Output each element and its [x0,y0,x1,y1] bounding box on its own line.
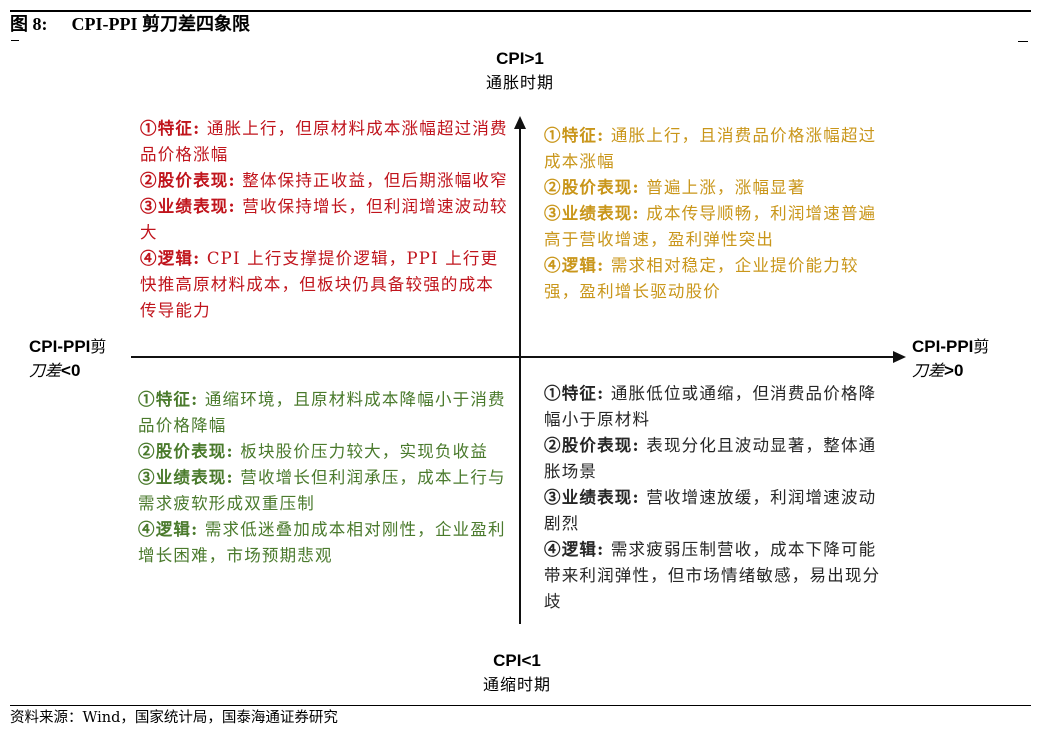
vertical-axis [519,126,521,624]
quadrant-item: ③业绩表现: 成本传导顺畅，利润增速普遍高于营收增速，盈利弹性突出 [544,204,877,249]
arrow-up-icon [514,116,526,129]
figure-title: 图 8: CPI-PPI 剪刀差四象限 [10,13,250,35]
axis-label-left: CPI-PPI剪 刀差<0 [29,335,139,383]
axis-label-top: CPI>1 通胀时期 [460,47,580,95]
axis-label-left-suffix: <0 [61,361,81,380]
quadrant-top-right: ①特征: 通胀上行，且消费品价格涨幅超过成本涨幅 ②股价表现: 普遍上涨，涨幅显… [544,123,884,305]
axis-label-top-zh: 通胀时期 [485,73,554,92]
quadrant-top-left: ①特征: 通胀上行，但原材料成本涨幅超过消费品价格涨幅 ②股价表现: 整体保持正… [140,116,510,324]
quadrant-item: ②股价表现: 普遍上涨，涨幅显著 [544,178,806,197]
quadrant-item: ①特征: 通胀上行，但原材料成本涨幅超过消费品价格涨幅 [140,119,508,164]
axis-label-top-en: CPI>1 [496,49,544,68]
arrow-right-icon [893,351,906,363]
axis-label-bottom-en: CPI<1 [493,651,541,670]
quadrant-item: ③业绩表现: 营收增长但利润承压，成本上行与需求疲软形成双重压制 [138,468,506,513]
quadrant-item: ③业绩表现: 营收保持增长，但利润增速波动较大 [140,197,508,242]
quadrant-item: ②股价表现: 整体保持正收益，但后期涨幅收窄 [140,171,508,190]
quadrant-item: ④逻辑: 需求低迷叠加成本相对刚性，企业盈利增长困难，市场预期悲观 [138,520,506,565]
quadrant-item: ④逻辑: CPI 上行支撑提价逻辑，PPI 上行更快推高原材料成本，但板块仍具备… [140,249,499,320]
quadrant-item: ①特征: 通胀上行，且消费品价格涨幅超过成本涨幅 [544,126,877,171]
quadrant-item: ①特征: 通胀低位或通缩，但消费品价格降幅小于原材料 [544,384,877,429]
quadrant-item: ①特征: 通缩环境，且原材料成本降幅小于消费品价格降幅 [138,390,506,435]
axis-label-right: CPI-PPI剪 刀差>0 [912,335,1032,383]
axis-label-bottom: CPI<1 通缩时期 [457,649,577,697]
axis-label-left-en: CPI-PPI [29,337,91,356]
source-note: 资料来源：Wind，国家统计局，国泰海通证券研究 [10,710,338,726]
figure-number: 图 8: [10,14,48,34]
bottom-rule [10,705,1031,706]
quadrant-bottom-right: ①特征: 通胀低位或通缩，但消费品价格降幅小于原材料 ②股价表现: 表现分化且波… [544,381,889,615]
quadrant-item: ③业绩表现: 营收增速放缓，利润增速波动剧烈 [544,488,877,533]
quadrant-item: ④逻辑: 需求疲弱压制营收，成本下降可能带来利润弹性，但市场情绪敏感，易出现分歧 [544,540,881,611]
title-tick-left [11,40,19,41]
title-tick-right [1018,41,1028,42]
axis-label-left-zh2: 刀差 [29,361,62,380]
quadrant-item: ②股价表现: 板块股价压力较大，实现负收益 [138,442,489,461]
axis-label-bottom-zh: 通缩时期 [482,675,551,694]
axis-label-right-zh1: 剪 [973,337,990,356]
axis-label-right-zh2: 刀差 [912,361,945,380]
quadrant-item: ②股价表现: 表现分化且波动显著，整体通胀场景 [544,436,877,481]
axis-label-right-en: CPI-PPI [912,337,974,356]
axis-label-left-zh1: 剪 [90,337,107,356]
top-rule [10,10,1031,12]
horizontal-axis [131,356,896,358]
axis-label-right-suffix: >0 [944,361,964,380]
quadrant-item: ④逻辑: 需求相对稳定，企业提价能力较强，盈利增长驱动股价 [544,256,859,301]
figure-title-text: CPI-PPI 剪刀差四象限 [71,14,251,34]
quadrant-bottom-left: ①特征: 通缩环境，且原材料成本降幅小于消费品价格降幅 ②股价表现: 板块股价压… [138,387,508,569]
